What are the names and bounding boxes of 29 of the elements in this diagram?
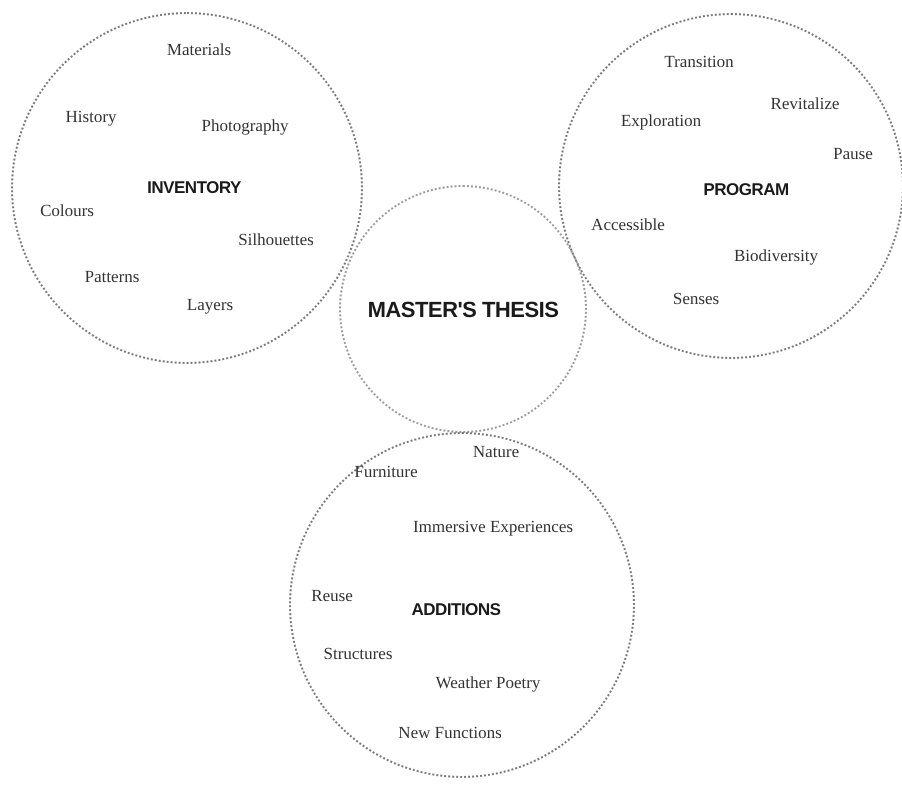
dotted-circle [339, 185, 587, 433]
keyword: Pause [833, 144, 873, 164]
circle-title: ADDITIONS [412, 600, 500, 620]
keyword: Patterns [84, 267, 140, 287]
keyword: Exploration [620, 111, 702, 131]
keyword: Accessible [591, 215, 665, 235]
keyword: Nature [472, 442, 520, 462]
keyword: New Functions [398, 723, 502, 743]
keyword: Layers [186, 295, 234, 315]
keyword: Silhouettes [238, 230, 314, 250]
keyword: Furniture [354, 462, 418, 482]
keyword: Weather Poetry [436, 673, 540, 693]
circle-title: PROGRAM [703, 180, 789, 200]
keyword: Materials [166, 40, 232, 60]
dotted-circle [11, 12, 363, 364]
keyword: Photography [202, 116, 288, 136]
keyword: History [66, 107, 116, 127]
circle-title: MASTER'S THESIS [368, 297, 558, 323]
keyword: Senses [672, 289, 720, 309]
keyword: Structures [324, 644, 392, 664]
dotted-circle [558, 13, 902, 359]
dotted-circle [289, 432, 635, 778]
keyword: Biodiversity [734, 246, 818, 266]
keyword: Revitalize [770, 94, 840, 114]
keyword: Immersive Experiences [413, 517, 573, 537]
keyword: Transition [664, 52, 734, 72]
circle-title: INVENTORY [147, 178, 241, 198]
keyword: Colours [40, 201, 94, 221]
keyword: Reuse [311, 586, 353, 606]
